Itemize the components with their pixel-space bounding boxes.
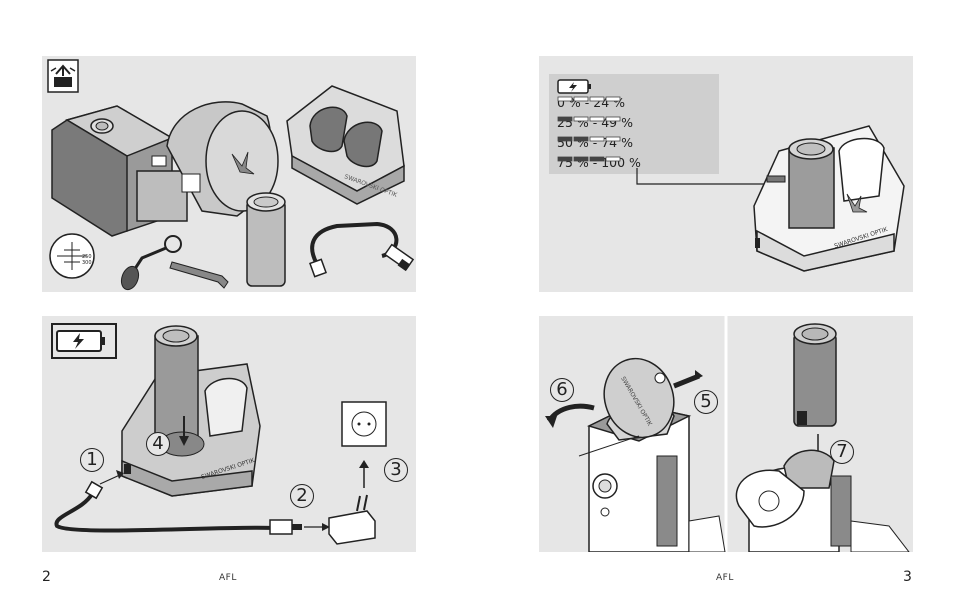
charging-station-illustration: SWAROVSKI OPTIK xyxy=(121,325,261,497)
page-number-left: 2 xyxy=(42,569,51,585)
battery-charging-icon xyxy=(557,79,591,94)
battery-insertion-panel: SWAROVSKI OPTIK 6 5 xyxy=(539,316,913,552)
lanyard-illustration xyxy=(120,235,182,291)
level-row-3: 50 % - 74 % xyxy=(557,135,633,150)
step-4-number: 4 xyxy=(146,432,170,456)
usb-cable-illustration xyxy=(54,470,330,535)
level-row-2: 25 % - 49 % xyxy=(557,115,633,130)
step-3-marker: 3 xyxy=(384,458,408,482)
step-2-marker: 2 xyxy=(290,484,314,508)
footer-label-left: AFL xyxy=(219,573,237,583)
wall-socket-icon xyxy=(341,401,387,447)
contents-panel: SWAROVSKI OPTIK 250 300 xyxy=(42,56,416,292)
step-5-number: 5 xyxy=(694,390,718,414)
battery-compartment-illustration xyxy=(735,323,910,552)
level-row-4: 75 % - 100 % xyxy=(557,155,641,170)
step-6-number: 6 xyxy=(550,378,574,402)
step-3-number: 3 xyxy=(384,458,408,482)
footer-label-right: AFL xyxy=(716,573,734,583)
reticle-label-300: 300 xyxy=(82,260,92,266)
charging-steps-panel: SWAROVSKI OPTIK 1 2 3 4 xyxy=(42,316,416,552)
charger-brand-text: SWAROVSKI OPTIK xyxy=(833,226,889,250)
step-5-marker: 5 xyxy=(694,390,718,414)
step-4-marker: 4 xyxy=(146,432,170,456)
battery-charging-icon xyxy=(51,323,117,359)
step-1-number: 1 xyxy=(80,448,104,472)
power-adapter-illustration xyxy=(328,460,376,545)
step-7-marker: 7 xyxy=(830,440,854,464)
reticle-label-250: 250 xyxy=(82,254,92,260)
step-1-marker: 1 xyxy=(80,448,104,472)
charge-level-legend: 0 % - 24 % 25 % - 49 % 50 % - 74 % 75 % … xyxy=(549,74,719,174)
battery-illustration xyxy=(246,192,286,287)
reticle-disc-illustration: 250 300 xyxy=(49,233,95,279)
charging-station-illustration: SWAROVSKI OPTIK xyxy=(286,85,405,205)
hex-key-illustration xyxy=(169,261,229,289)
page-number-right: 3 xyxy=(903,569,912,585)
charge-level-panel: 0 % - 24 % 25 % - 49 % 50 % - 74 % 75 % … xyxy=(539,56,913,292)
level-row-1: 0 % - 24 % xyxy=(557,95,625,110)
camera-adapter-illustration xyxy=(51,101,279,237)
open-battery-cap-illustration: SWAROVSKI OPTIK xyxy=(545,357,726,552)
charging-station-illustration: SWAROVSKI OPTIK xyxy=(753,125,905,272)
box-open-icon xyxy=(47,59,79,93)
usb-cable-illustration xyxy=(309,221,415,278)
step-2-number: 2 xyxy=(290,484,314,508)
step-7-number: 7 xyxy=(830,440,854,464)
step-6-marker: 6 xyxy=(550,378,574,402)
